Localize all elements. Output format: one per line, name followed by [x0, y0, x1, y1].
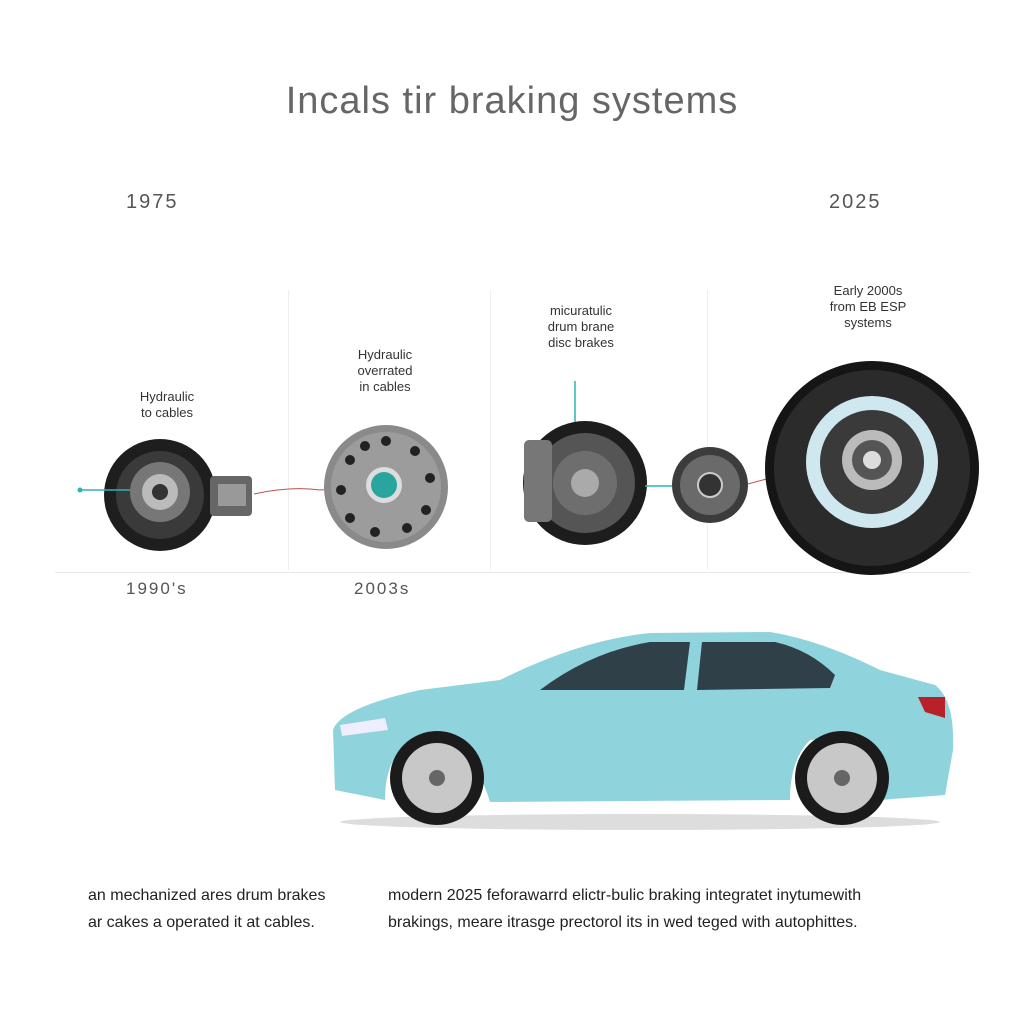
divider — [288, 290, 289, 570]
stage-label-4: Early 2000s from EB ESP systems — [829, 283, 907, 330]
abs-module-icon — [672, 447, 748, 523]
year-1990s: 1990's — [126, 579, 188, 598]
stage-label-3: micuratulic drum brane disc brakes — [547, 303, 615, 350]
timeline-baseline — [55, 572, 970, 573]
stage-label-1: Hydraulic to cables — [139, 389, 195, 420]
modern-car-illustration — [333, 632, 954, 830]
end-year: 2025 — [829, 191, 882, 213]
modern-disc-brake-icon — [765, 361, 979, 575]
brake-disc-icon — [324, 425, 448, 549]
description-right: modern 2025 feforawarrd elictr-bulic bra… — [388, 882, 861, 936]
cable-icon — [253, 487, 351, 495]
description-line: an mechanized ares drum brakes — [88, 887, 326, 904]
start-year: 1975 — [126, 191, 179, 213]
description-line: modern 2025 feforawarrd elictr-bulic bra… — [388, 887, 862, 904]
divider — [490, 290, 491, 570]
year-2003s: 2003s — [354, 579, 411, 598]
divider — [707, 290, 708, 570]
page-title: Incals tir braking systems — [285, 80, 739, 122]
description-line: ar cakes a operated it at cables. — [88, 914, 315, 931]
rear-wheel-icon — [795, 731, 889, 825]
disc-caliper-icon — [523, 421, 647, 545]
drum-brake-tire-icon — [104, 439, 252, 551]
front-wheel-icon — [390, 731, 484, 825]
stage-label-2: Hydraulic overrated in cables — [357, 347, 413, 394]
description-line: brakings, meare itrasge prectorol its in… — [388, 914, 858, 931]
description-left: an mechanized ares drum brakes ar cakes … — [88, 882, 325, 936]
